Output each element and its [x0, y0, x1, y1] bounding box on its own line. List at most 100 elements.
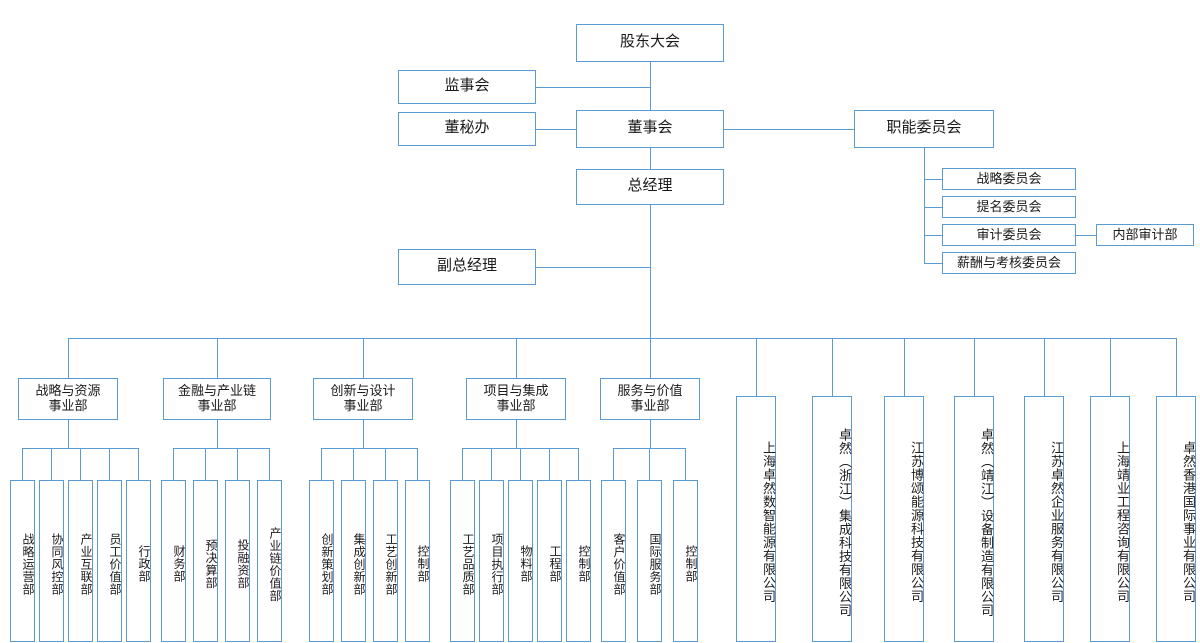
node-dept-d1-2[interactable]: 产业互联部: [68, 480, 93, 642]
node-dept-d2-1[interactable]: 预决算部: [193, 480, 218, 642]
node-dept-d1-1[interactable]: 协同风控部: [39, 480, 64, 642]
node-subsidiary-2[interactable]: 江苏博颂能源科技有限公司: [884, 396, 924, 642]
connector-division-3-stem: [363, 420, 364, 448]
node-label: 董秘办: [444, 120, 490, 137]
connector-dept-d5-0: [613, 448, 614, 480]
connector-dept-d4-0: [462, 448, 463, 480]
connector-dept-d3-2: [385, 448, 386, 480]
node-general-manager[interactable]: 总经理: [576, 169, 724, 205]
connector-drop-division-4: [516, 338, 517, 378]
connector-secretary-to-board: [536, 129, 577, 130]
connector-division-4-stem: [516, 420, 517, 448]
node-subsidiary-3[interactable]: 卓然（靖江）设备制造有限公司: [954, 396, 994, 642]
node-dept-d5-2[interactable]: 控制部: [673, 480, 698, 642]
node-label: 工艺品质部: [461, 532, 475, 596]
connector-dept-d1-4: [138, 448, 139, 480]
node-label: 项目执行部: [490, 532, 504, 596]
node-division-2[interactable]: 金融与产业链 事业部: [163, 378, 271, 420]
node-label: 董事会: [627, 120, 673, 137]
node-label: 员工价值部: [108, 532, 122, 596]
node-label: 监事会: [444, 78, 490, 95]
connector-dept-d1-0: [22, 448, 23, 480]
node-dept-d4-0[interactable]: 工艺品质部: [450, 480, 475, 642]
node-subsidiary-6[interactable]: 卓然香港国际事业有限公司: [1156, 396, 1196, 642]
node-dept-d4-1[interactable]: 项目执行部: [479, 480, 504, 642]
node-dept-d5-1[interactable]: 国际服务部: [637, 480, 662, 642]
connector-dept-d2-3: [269, 448, 270, 480]
node-label: 薪酬与考核委员会: [956, 254, 1061, 270]
node-dept-d1-0[interactable]: 战略运营部: [10, 480, 35, 642]
connector-committee-remuneration-stub: [924, 263, 943, 264]
node-committee-nomination[interactable]: 提名委员会: [942, 196, 1076, 218]
node-dept-d3-0[interactable]: 创新策划部: [309, 480, 334, 642]
connector-division-5-stem: [650, 420, 651, 448]
node-label: 控制部: [416, 545, 430, 583]
node-dept-d3-1[interactable]: 集成创新部: [341, 480, 366, 642]
node-dept-d2-3[interactable]: 产业链价值部: [257, 480, 282, 642]
connector-deputy-to-spine: [536, 267, 651, 268]
node-dept-d4-3[interactable]: 工程部: [537, 480, 562, 642]
connector-drop-subsidiary-5: [1044, 338, 1045, 396]
node-subsidiary-1[interactable]: 卓然（浙江）集成科技有限公司: [812, 396, 852, 642]
node-subsidiary-0[interactable]: 上海卓然数智能源有限公司: [736, 396, 776, 642]
node-deputy-general-manager[interactable]: 副总经理: [398, 249, 536, 285]
node-dept-d2-0[interactable]: 财务部: [161, 480, 186, 642]
node-label: 金融与产业链 事业部: [177, 383, 256, 413]
node-shareholders-meeting[interactable]: 股东大会: [576, 24, 724, 62]
node-functional-committees[interactable]: 职能委员会: [854, 110, 994, 148]
node-label: 财务部: [172, 545, 186, 583]
node-label: 提名委员会: [976, 198, 1042, 214]
node-label: 集成创新部: [352, 532, 366, 596]
node-division-5[interactable]: 服务与价值 事业部: [600, 378, 700, 420]
connector-drop-division-5: [650, 338, 651, 378]
node-label: 卓然香港国际事业有限公司: [1181, 441, 1196, 603]
node-dept-d3-3[interactable]: 控制部: [405, 480, 430, 642]
node-label: 上海靖业工程咨询有限公司: [1115, 441, 1130, 603]
node-label: 内部审计部: [1112, 226, 1178, 242]
connector-dept-d1-2: [80, 448, 81, 480]
node-dept-d5-0[interactable]: 客户价值部: [601, 480, 626, 642]
node-label: 战略与资源 事业部: [35, 383, 101, 413]
node-internal-audit-department[interactable]: 内部审计部: [1096, 224, 1194, 246]
node-division-3[interactable]: 创新与设计 事业部: [313, 378, 413, 420]
connector-drop-division-2: [217, 338, 218, 378]
node-label: 控制部: [684, 545, 698, 583]
node-dept-d1-3[interactable]: 员工价值部: [97, 480, 122, 642]
node-subsidiary-5[interactable]: 上海靖业工程咨询有限公司: [1090, 396, 1130, 642]
node-label: 战略运营部: [21, 532, 35, 596]
node-committee-strategy[interactable]: 战略委员会: [942, 168, 1076, 190]
node-dept-d4-2[interactable]: 物料部: [508, 480, 533, 642]
connector-dept-d2-2: [237, 448, 238, 480]
connector-dept-d4-4: [578, 448, 579, 480]
connector-drop-subsidiary-6: [1110, 338, 1111, 396]
node-label: 创新与设计 事业部: [330, 383, 396, 413]
connector-dept-d3-3: [417, 448, 418, 480]
node-supervisory-board[interactable]: 监事会: [398, 70, 536, 104]
node-label: 服务与价值 事业部: [617, 383, 683, 413]
node-label: 卓然（靖江）设备制造有限公司: [979, 427, 994, 617]
node-label: 审计委员会: [976, 226, 1042, 242]
connector-division-3-bus: [321, 448, 417, 449]
node-dept-d1-4[interactable]: 行政部: [126, 480, 151, 642]
node-subsidiary-4[interactable]: 江苏卓然企业服务有限公司: [1024, 396, 1064, 642]
node-label: 客户价值部: [612, 532, 626, 596]
node-label: 物料部: [519, 545, 533, 583]
node-label: 行政部: [137, 545, 151, 583]
connector-committee-strategy-stub: [924, 179, 943, 180]
connector-dept-d1-1: [51, 448, 52, 480]
connector-spine-main: [650, 62, 651, 369]
node-board-of-directors[interactable]: 董事会: [576, 110, 724, 148]
node-board-secretary-office[interactable]: 董秘办: [398, 112, 536, 146]
node-committee-audit[interactable]: 审计委员会: [942, 224, 1076, 246]
node-dept-d4-4[interactable]: 控制部: [566, 480, 591, 642]
node-committee-remuneration[interactable]: 薪酬与考核委员会: [942, 252, 1076, 274]
node-label: 总经理: [627, 178, 673, 195]
node-division-1[interactable]: 战略与资源 事业部: [18, 378, 118, 420]
node-dept-d3-2[interactable]: 工艺创新部: [373, 480, 398, 642]
node-label: 国际服务部: [648, 532, 662, 596]
node-division-4[interactable]: 项目与集成 事业部: [466, 378, 566, 420]
connector-drop-subsidiary-7: [1176, 338, 1177, 396]
node-dept-d2-2[interactable]: 投融资部: [225, 480, 250, 642]
connector-drop-subsidiary-2: [832, 338, 833, 396]
